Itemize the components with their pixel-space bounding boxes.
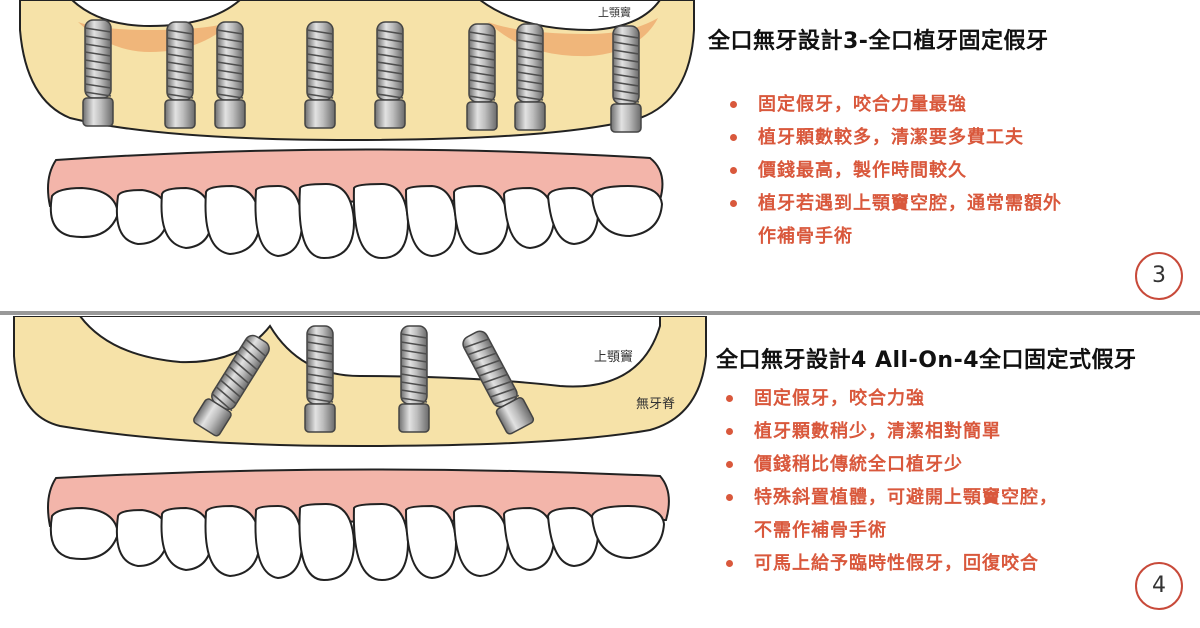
feature-item: 植牙若遇到上顎竇空腔，通常需額外作補骨手術 <box>722 187 1062 253</box>
bullet-dot <box>726 428 733 435</box>
bullet-dot <box>730 134 737 141</box>
feature-text: 植牙若遇到上顎竇空腔，通常需額外 <box>758 193 1062 214</box>
feature-text: 固定假牙，咬合力量最強 <box>758 94 967 115</box>
section-divider <box>0 311 1200 315</box>
panel-number-badge: 4 <box>1135 562 1183 610</box>
feature-text: 價錢稍比傳統全口植牙少 <box>754 454 963 475</box>
feature-text: 固定假牙，咬合力強 <box>754 388 925 409</box>
bullet-dot <box>730 167 737 174</box>
feature-item: 植牙顆數較多，清潔要多費工夫 <box>722 121 1062 154</box>
feature-text: 植牙顆數較多，清潔要多費工夫 <box>758 127 1024 148</box>
panel-title: 全口無牙設計4 All-On-4全口固定式假牙 <box>716 348 1137 373</box>
panel-title: 全口無牙設計3-全口植牙固定假牙 <box>708 29 1049 54</box>
feature-item: 固定假牙，咬合力強 <box>718 382 1058 415</box>
full-arch-implant-illustration: 上顎竇 <box>19 0 695 260</box>
bullet-dot <box>726 494 733 501</box>
feature-item: 價錢最高，製作時間較久 <box>722 154 1062 187</box>
denture-teeth <box>49 502 666 582</box>
feature-item: 可馬上給予臨時性假牙，回復咬合 <box>718 547 1058 580</box>
panel-number-badge: 3 <box>1135 252 1183 300</box>
feature-list: 固定假牙，咬合力強植牙顆數稍少，清潔相對簡單價錢稍比傳統全口植牙少特殊斜置植體，… <box>718 382 1058 580</box>
bullet-dot <box>726 395 733 402</box>
bullet-dot <box>726 560 733 567</box>
feature-text: 特殊斜置植體，可避開上顎竇空腔， <box>754 487 1058 508</box>
sinus-cavity <box>78 316 661 388</box>
feature-text: 作補骨手術 <box>758 226 853 247</box>
sinus-cavity-left <box>70 0 242 28</box>
feature-item: 植牙顆數稍少，清潔相對簡單 <box>718 415 1058 448</box>
feature-item: 價錢稍比傳統全口植牙少 <box>718 448 1058 481</box>
panel-full-implant-fixed: 上顎竇 全口無牙設計3- <box>0 0 1200 312</box>
denture-teeth <box>49 182 664 260</box>
all-on-4-illustration: 上顎竇 無牙脊 <box>13 316 707 582</box>
sinus-label: 上顎竇 <box>594 350 633 365</box>
feature-text: 植牙顆數稍少，清潔相對簡單 <box>754 421 1001 442</box>
ridge-label: 無牙脊 <box>636 397 675 412</box>
sinus-cavity-right <box>478 0 662 32</box>
feature-item: 固定假牙，咬合力量最強 <box>722 88 1062 121</box>
bullet-dot <box>730 200 737 207</box>
feature-text: 價錢最高，製作時間較久 <box>758 160 967 181</box>
sinus-label: 上顎竇 <box>598 6 631 19</box>
feature-item: 特殊斜置植體，可避開上顎竇空腔， 不需作補骨手術 <box>718 481 1058 547</box>
feature-text: 可馬上給予臨時性假牙，回復咬合 <box>754 553 1039 574</box>
bullet-dot <box>730 101 737 108</box>
feature-list: 固定假牙，咬合力量最強植牙顆數較多，清潔要多費工夫價錢最高，製作時間較久植牙若遇… <box>722 88 1062 253</box>
bullet-dot <box>726 461 733 468</box>
feature-text: 不需作補骨手術 <box>754 520 887 541</box>
panel-all-on-4: 上顎竇 無牙脊 全口無牙設計4 All-On-4全口固定式假牙 固 <box>0 316 1200 628</box>
